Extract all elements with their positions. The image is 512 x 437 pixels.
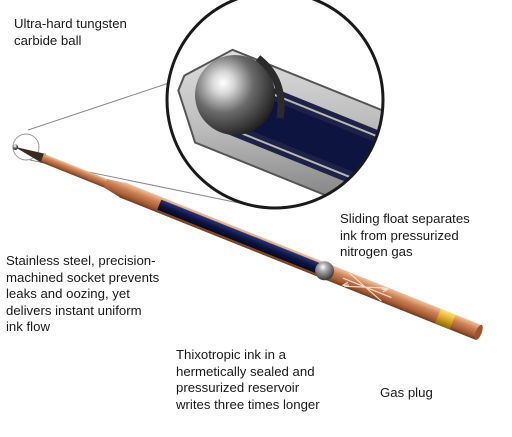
- tungsten-carbide-ball: [195, 55, 275, 135]
- refill-end-cap: [474, 324, 483, 340]
- label-thixotropic-ink: Thixotropic ink in a hermetically sealed…: [176, 347, 320, 412]
- refill-front-section: [40, 153, 109, 189]
- ink-reservoir: [157, 199, 325, 276]
- magnifier-ring: [165, 0, 385, 210]
- pen-refill: [12, 144, 483, 340]
- gas-plug: [434, 308, 456, 330]
- callout-line-upper: [27, 81, 173, 131]
- pen-tip-ball: [12, 144, 19, 150]
- label-gas-plug: Gas plug: [380, 385, 433, 400]
- label-stainless-steel-socket: Stainless steel, precision- machined soc…: [6, 253, 160, 334]
- ink-channel-inner: [248, 96, 383, 183]
- socket-lip: [255, 55, 285, 119]
- sliding-float: [315, 261, 335, 281]
- label-tungsten-carbide-ball: Ultra-hard tungsten carbide ball: [14, 16, 127, 48]
- magnified-tip-view: [165, 0, 385, 210]
- nitrogen-gas-arrows: [342, 272, 392, 302]
- pen-tip-cone: [14, 146, 46, 164]
- label-sliding-float: Sliding float separates ink from pressur…: [340, 211, 470, 259]
